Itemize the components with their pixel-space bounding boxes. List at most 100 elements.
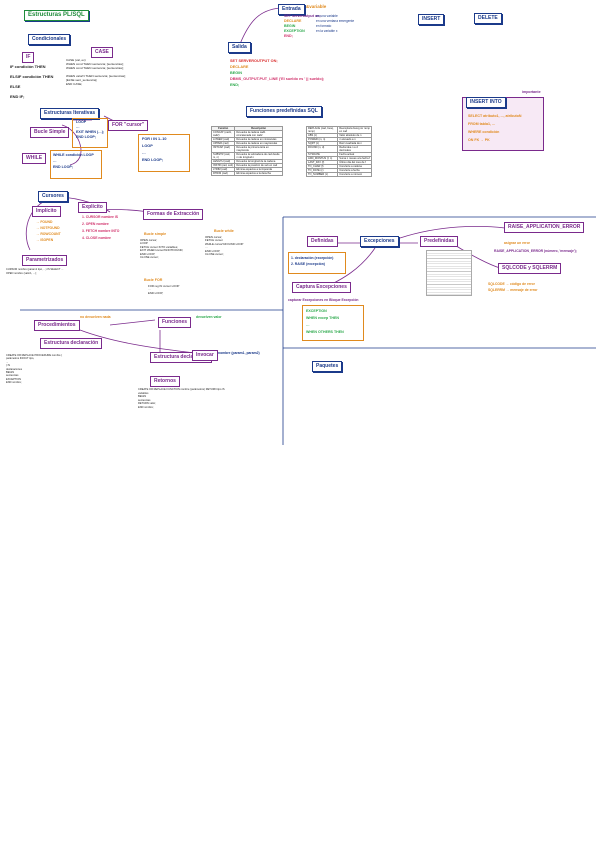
table-cell: CONCAT (cad1, cad2)	[210, 130, 236, 138]
table-row: LENGTH (cad)Devuelve la longitud de la c…	[210, 159, 283, 164]
table-cell: INITCAP (cad)	[210, 145, 236, 153]
raise-title: RAISE_APPLICATION_ERROR	[504, 222, 585, 233]
delete-title: DELETE	[474, 13, 502, 24]
sqlcode-title: SQLCODE y SQLERRM	[498, 263, 562, 274]
arrow-invocar	[79, 329, 196, 354]
table-cell: Convierte a número	[337, 172, 372, 177]
proc-note: no devuelven nada	[80, 315, 111, 319]
bucle-simple-note: Bucle simple	[144, 232, 167, 236]
insert-note: importante	[522, 90, 541, 94]
insert-title: INSERT	[418, 14, 445, 25]
parametrizados-title: Parametrizados	[22, 255, 68, 266]
raise-note: asignar un error	[504, 241, 531, 245]
functions-table-2: REPLACE (cad, busq, remp)Reemplaza busq …	[305, 126, 372, 177]
table-cell: Redondea n a d decimales	[337, 145, 372, 153]
explicito-title: Explícito	[78, 202, 107, 213]
predefinidas-table-thumb	[426, 250, 472, 296]
table-row: SQRT (n)Raíz cuadrada de n	[305, 141, 372, 146]
procedimientos-title: Procedimientos	[34, 320, 80, 331]
table-row: LTRIM (cad)Elimina espacios a la izquier…	[210, 167, 283, 172]
condicionales-title: Condicionales	[28, 34, 71, 45]
if-code: IF condición THEN ELSIF condición THEN E…	[10, 64, 54, 99]
excepciones-title: Excepciones	[360, 236, 399, 247]
formas-title: Formas de Extracción	[143, 209, 204, 220]
captura-title: Captura Excepciones	[292, 282, 351, 293]
case-code: CASE (val, ex) WHEN cond THEN sentencia;…	[66, 58, 126, 86]
table-cell: Devuelve la cadena cad1 concatenada con …	[234, 130, 283, 138]
table-cell: Reemplaza busq por remp en cad	[337, 126, 372, 134]
salida-title: Salida	[228, 42, 251, 53]
loop-code: LOOP … EXIT WHEN (…);END LOOP;	[76, 120, 105, 139]
table-cell: Devuelve la primera letra en mayúscula	[234, 145, 283, 153]
table-row: TO_CHAR (f)Convierte a cadena	[305, 164, 372, 169]
entrada-code: &variable	[306, 4, 327, 9]
predefinidas-title: Predefinidas	[420, 236, 459, 247]
table-row: CONCAT (cad1, cad2)Devuelve la cadena ca…	[210, 130, 283, 138]
table-row: REPLACE (cad, busq, remp)Reemplaza busq …	[305, 126, 372, 134]
table-row: UPPER (cad)Devuelve la cadena en mayúscu…	[210, 141, 283, 146]
table-cell: RTRIM (cad)	[210, 171, 236, 176]
captura-code: EXCEPTION WHEN excep THEN … WHEN OTHERS …	[306, 309, 344, 334]
bucle-simple-title: Bucle Simple	[30, 127, 70, 138]
table-row: LAST_DAY (f)Último día del mes de f	[305, 160, 372, 165]
bucle-while-note: Bucle while	[214, 229, 234, 233]
table-row: INITCAP (cad)Devuelve la primera letra e…	[210, 145, 283, 153]
paquetes-title: Paquetes	[312, 361, 343, 372]
table-row: SUBSTR (cad, m, n)Devuelve la subcadena …	[210, 152, 283, 160]
invocar-title: Invocar	[192, 350, 218, 361]
cursor-param-code: CURSOR nombre (param1 tipo, ...) IS SELE…	[6, 268, 64, 275]
implicito-code: → FOUND→ NOTFOUND→ ROWCOUNT→ ISOPEN	[36, 220, 61, 242]
table-row: LOWER (cad)Devuelve la cadena en minúscu…	[210, 137, 283, 142]
funciones-sql-title: Funciones predefinidas SQL	[246, 106, 322, 117]
arrow-salida-entrada	[239, 7, 281, 45]
insert-into-title: INSERT INTO	[466, 97, 506, 108]
for-frame	[138, 134, 190, 172]
bucle-simple-code: OPEN cursor;LOOP FETCH cursor INTO varia…	[140, 238, 184, 260]
table-cell: Devuelve la posición de sub en cad	[234, 163, 283, 168]
table-cell: ROUND (n, d)	[305, 145, 339, 153]
funciones-title: Funciones	[158, 317, 192, 328]
if-title: IF	[22, 52, 35, 63]
table-cell: Devuelve la cadena en mayúsculas	[234, 141, 283, 146]
retornos-title: Retornos	[150, 376, 180, 387]
retornos-code: CREATE OR REPLACE FUNCTION nombre (parám…	[138, 388, 225, 409]
for-cursor-title: FOR "cursor"	[108, 120, 149, 131]
table-row: RTRIM (cad)Elimina espacios a la derecha	[210, 171, 283, 176]
dbms-code: SET SERVEROUTPUT ON; DECLARE BEGIN DBMS_…	[230, 59, 325, 87]
bucle-for-note: Bucle FOR	[144, 278, 163, 282]
captura-note: capturar Excepciones en Bloque Excepción	[288, 298, 359, 302]
arrow-proc-func	[109, 319, 156, 326]
table-cell: Elimina espacios a la derecha	[234, 171, 283, 176]
table-cell: SUBSTR (cad, m, n)	[210, 152, 236, 160]
table-row: ADD_MONTHS (f, n)Suma n meses a la fecha…	[305, 156, 372, 161]
iterativas-title: Estructuras Iterativas	[40, 108, 100, 119]
table-row: INSTR (cad, sub)Devuelve la posición de …	[210, 163, 283, 168]
definidas-code: 1. declaración (excepción)2. RAISE (exce…	[291, 256, 334, 266]
case-title: CASE	[91, 47, 113, 58]
invocar-note: nombre (param1, param2)	[218, 351, 260, 355]
while-title: WHILE	[22, 153, 47, 164]
definidas-frame	[288, 252, 346, 274]
while-code: WHILE condición LOOP …END LOOP;	[53, 153, 94, 169]
cursores-title: Cursores	[38, 191, 68, 202]
table-cell: INSTR (cad, sub)	[210, 163, 236, 168]
table-cell: TO_NUMBER (c)	[305, 172, 339, 177]
arrow-raise	[399, 225, 506, 239]
estructura-decl-title: Estructura declaración	[40, 338, 103, 349]
table-cell: Devuelve la subcadena de cad desde m de …	[234, 152, 283, 160]
table-cell: Suma n meses a la fecha f	[337, 156, 372, 161]
loop-frame	[72, 118, 108, 148]
table-row: ROUND (n, d)Redondea n a d decimales	[305, 145, 372, 153]
definidas-title: Definidas	[307, 236, 338, 247]
raise-code: RAISE_APPLICATION_ERROR (número, 'mensaj…	[494, 249, 577, 253]
captura-frame	[302, 305, 364, 341]
entrada-title: Entrada	[278, 4, 305, 15]
salida-code: SET serveroutput on; DECLARE BEGIN EXCEP…	[284, 14, 321, 38]
